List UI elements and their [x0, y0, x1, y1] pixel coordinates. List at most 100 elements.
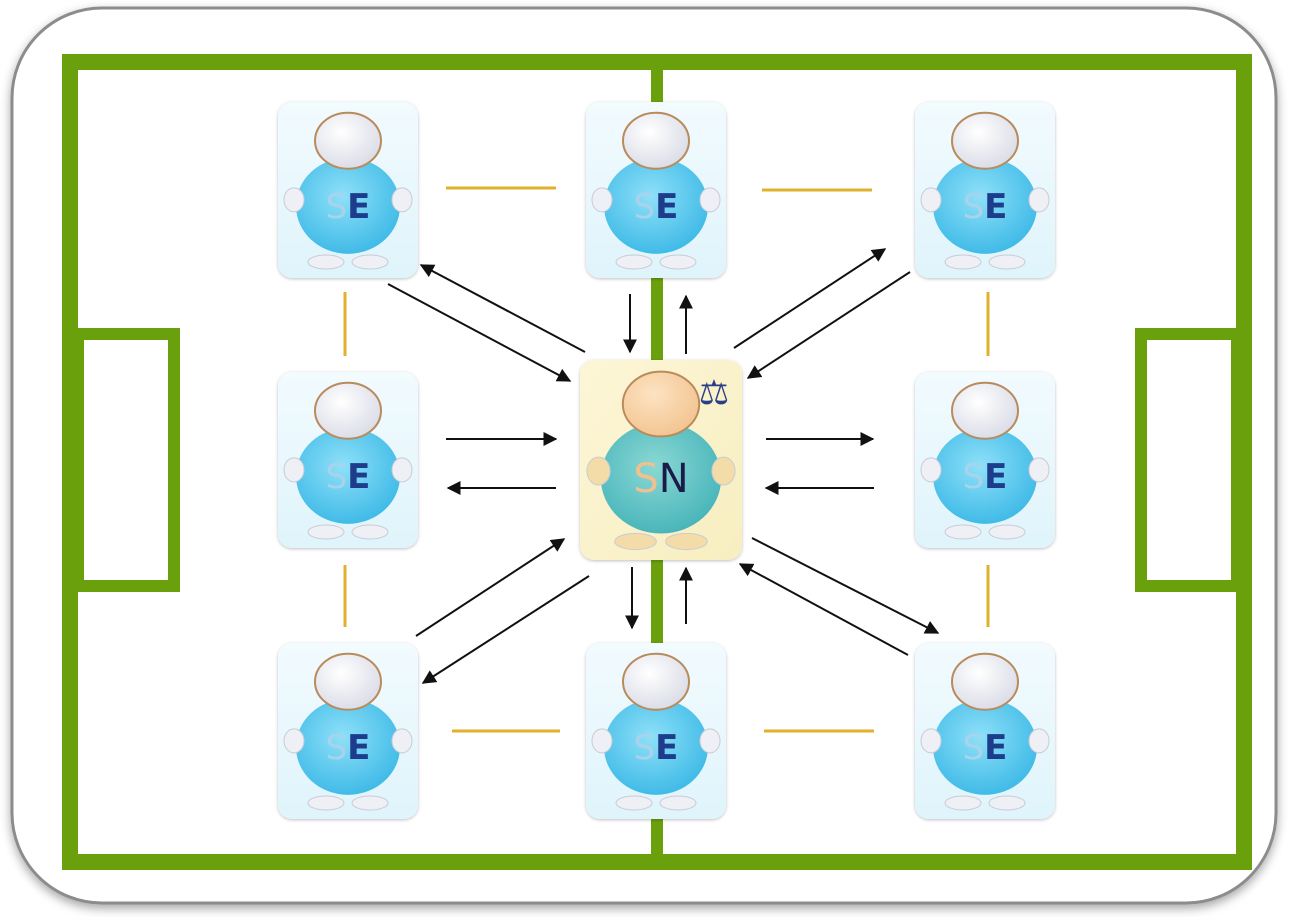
node-se-middle-right: SE: [915, 372, 1055, 548]
label-letter-1: S: [326, 728, 348, 768]
body: [296, 427, 400, 524]
se-label: SE: [326, 187, 371, 227]
left-hand: [920, 187, 942, 213]
head: [951, 381, 1019, 440]
label-letter-1: S: [326, 187, 348, 227]
right-hand: [391, 457, 413, 483]
node-se-top-left: SE: [278, 102, 418, 278]
body: [296, 698, 400, 795]
left-hand: [283, 457, 305, 483]
head: [314, 111, 382, 170]
right-foot: [351, 524, 389, 540]
node-sn: SN ⚖: [580, 360, 742, 560]
sn-label: SN: [633, 456, 688, 502]
se-label: SE: [963, 187, 1008, 227]
node-se-middle-left: SE: [278, 372, 418, 548]
left-hand: [591, 187, 613, 213]
se-label: SE: [634, 187, 679, 227]
head: [622, 111, 690, 170]
right-foot: [988, 795, 1026, 811]
right-hand: [391, 187, 413, 213]
label-letter-2: E: [655, 187, 678, 227]
arrow-sn-to-se-bottom-right: [751, 537, 940, 634]
right-foot: [659, 795, 697, 811]
head: [314, 381, 382, 440]
right-hand: [699, 187, 721, 213]
right-foot: [351, 254, 389, 270]
label-letter-2: E: [984, 187, 1007, 227]
body: [600, 422, 722, 534]
peer-links-layer: [343, 186, 990, 733]
arrow-sn-to-se-top-right: [733, 248, 887, 349]
right-foot: [659, 254, 697, 270]
left-foot: [944, 524, 982, 540]
right-hand: [699, 728, 721, 754]
node-se-top-right: SE: [915, 102, 1055, 278]
arrow-se-bottom-right-to-sn: [738, 563, 909, 656]
head: [622, 652, 690, 711]
node-se-bottom-right: SE: [915, 643, 1055, 819]
right-foot: [988, 254, 1026, 270]
left-hand: [920, 728, 942, 754]
right-foot: [988, 524, 1026, 540]
node-se-top-center: SE: [586, 102, 726, 278]
head: [621, 370, 701, 438]
arrows-layer: [387, 248, 940, 684]
label-letter-2: E: [347, 187, 370, 227]
body: [604, 698, 708, 795]
right-hand: [1028, 728, 1050, 754]
left-foot: [307, 524, 345, 540]
label-letter-1: S: [633, 456, 658, 502]
se-label: SE: [963, 728, 1008, 768]
label-letter-1: S: [963, 728, 985, 768]
label-letter-1: S: [963, 187, 985, 227]
left-foot: [944, 254, 982, 270]
right-hand: [1028, 187, 1050, 213]
se-label: SE: [326, 457, 371, 497]
left-foot: [307, 795, 345, 811]
label-letter-2: N: [659, 456, 689, 502]
arrow-se-top-right-to-sn: [746, 271, 911, 379]
body: [933, 698, 1037, 795]
arrow-sn-to-se-bottom-left: [421, 575, 590, 684]
head: [314, 652, 382, 711]
se-label: SE: [326, 728, 371, 768]
label-letter-2: E: [347, 728, 370, 768]
left-hand: [920, 457, 942, 483]
scales-icon: ⚖: [699, 373, 729, 413]
label-letter-1: S: [634, 728, 656, 768]
right-goal-area: [1135, 328, 1243, 592]
left-hand: [283, 728, 305, 754]
head: [951, 652, 1019, 711]
node-se-bottom-left: SE: [278, 643, 418, 819]
left-foot: [307, 254, 345, 270]
label-letter-2: E: [984, 728, 1007, 768]
left-hand: [586, 456, 611, 486]
se-label: SE: [963, 457, 1008, 497]
label-letter-2: E: [984, 457, 1007, 497]
label-letter-1: S: [963, 457, 985, 497]
arrow-se-top-left-to-sn: [387, 283, 572, 382]
label-letter-1: S: [634, 187, 656, 227]
node-se-bottom-center: SE: [586, 643, 726, 819]
right-hand: [391, 728, 413, 754]
label-letter-2: E: [347, 457, 370, 497]
left-foot: [944, 795, 982, 811]
right-hand: [711, 456, 736, 486]
left-foot: [615, 254, 653, 270]
body: [604, 157, 708, 254]
body: [933, 157, 1037, 254]
right-foot: [351, 795, 389, 811]
left-goal-area: [72, 328, 180, 592]
arrow-se-bottom-left-to-sn: [415, 538, 566, 637]
label-letter-2: E: [655, 728, 678, 768]
left-foot: [614, 532, 657, 551]
left-foot: [615, 795, 653, 811]
se-label: SE: [634, 728, 679, 768]
left-hand: [591, 728, 613, 754]
head: [951, 111, 1019, 170]
arrow-sn-to-se-top-left: [419, 264, 586, 353]
body: [296, 157, 400, 254]
